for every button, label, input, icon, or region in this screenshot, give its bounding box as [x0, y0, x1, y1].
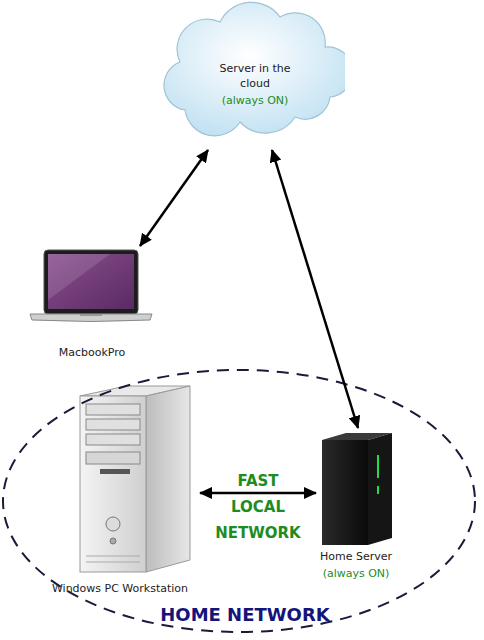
power-button — [106, 517, 120, 531]
server-front — [322, 440, 368, 545]
drive-bay — [86, 434, 140, 445]
node-label: Windows PC Workstation — [40, 581, 200, 596]
server-led — [377, 455, 379, 478]
node-sublabel: (always ON) — [311, 566, 401, 581]
dashed-ellipse — [3, 370, 475, 632]
server-led — [377, 486, 379, 494]
vent-line — [86, 562, 140, 563]
drive-bay — [86, 419, 140, 430]
laptop-bezel — [44, 250, 138, 314]
laptop-screen — [48, 254, 134, 309]
drive-bay — [86, 452, 140, 464]
laptop-node: MacbookPro — [28, 246, 156, 362]
server-side — [368, 433, 392, 545]
node-sublabel: (always ON) — [195, 93, 315, 108]
laptop-base — [30, 314, 152, 322]
connector-arrow — [200, 492, 316, 495]
vent-line — [86, 556, 140, 557]
edge-label: FAST LOCAL NETWORK — [210, 468, 306, 546]
screen-glare — [48, 254, 110, 300]
node-label: Server in the cloud — [205, 61, 305, 91]
home-server-node: Home Server(always ON) — [316, 428, 396, 585]
workstation-node: Windows PC Workstation — [40, 380, 200, 598]
node-label: MacbookPro — [32, 345, 152, 360]
node-label: HOME NETWORK — [115, 604, 375, 626]
tower-side — [146, 386, 190, 572]
floppy-slot — [100, 469, 130, 474]
laptop-notch — [80, 314, 102, 316]
connector-arrow — [272, 150, 358, 428]
tower-front — [80, 396, 146, 572]
cloud-shape — [164, 2, 345, 136]
server-illustration — [322, 433, 392, 545]
cloud-server: Server in the cloud (always ON) — [145, 0, 345, 150]
power-led — [110, 538, 116, 544]
pc-tower-illustration — [80, 386, 190, 572]
connector-arrow — [140, 150, 208, 246]
drive-bay — [86, 404, 140, 415]
node-label: Home Server — [311, 549, 401, 564]
laptop-illustration — [30, 250, 152, 322]
